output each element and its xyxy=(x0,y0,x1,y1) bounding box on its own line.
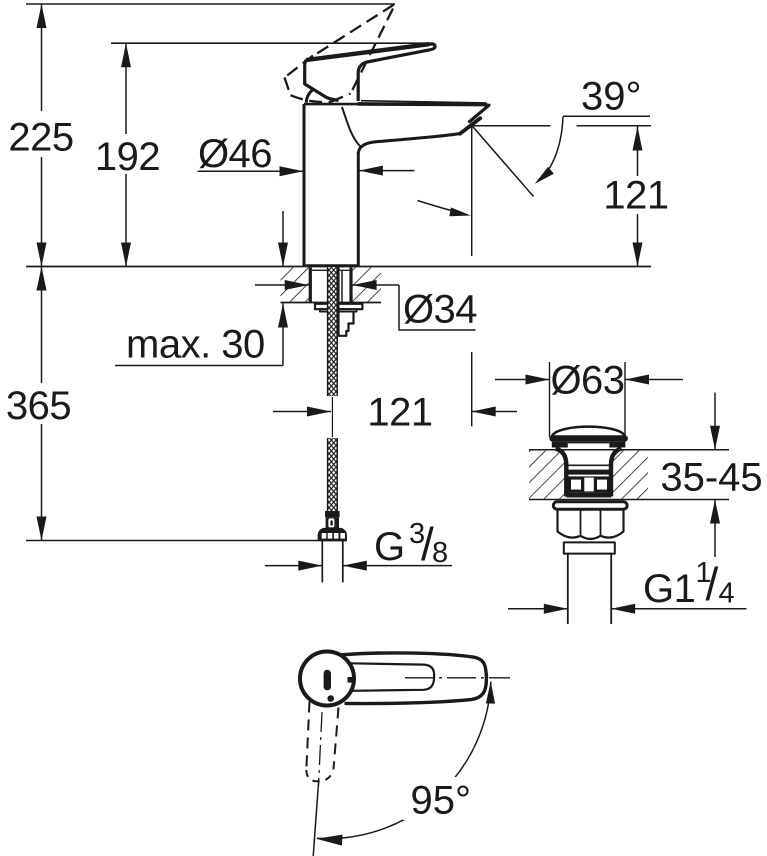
svg-text:365: 365 xyxy=(6,384,71,428)
svg-text:95°: 95° xyxy=(411,779,472,823)
svg-text:4: 4 xyxy=(719,578,735,610)
svg-text:G1: G1 xyxy=(643,567,695,611)
svg-text:max. 30: max. 30 xyxy=(126,323,265,367)
svg-text:3: 3 xyxy=(409,518,425,550)
svg-text:/: / xyxy=(421,518,434,570)
svg-text:Ø34: Ø34 xyxy=(403,288,477,332)
svg-text:35-45: 35-45 xyxy=(660,456,762,500)
svg-text:1: 1 xyxy=(696,557,712,589)
svg-text:121: 121 xyxy=(367,391,432,435)
svg-text:192: 192 xyxy=(95,135,160,179)
svg-text:225: 225 xyxy=(8,116,73,160)
svg-text:39°: 39° xyxy=(581,75,642,119)
svg-text:Ø63: Ø63 xyxy=(550,359,624,403)
svg-text:121: 121 xyxy=(603,174,668,218)
svg-text:8: 8 xyxy=(432,537,448,569)
svg-text:G: G xyxy=(374,525,405,569)
svg-text:Ø46: Ø46 xyxy=(198,132,272,176)
svg-text:/: / xyxy=(706,558,719,610)
